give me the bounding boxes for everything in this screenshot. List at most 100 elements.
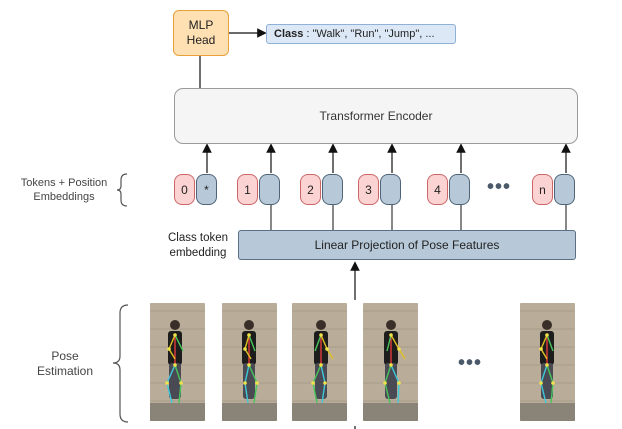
token-pos-n: n <box>532 174 553 205</box>
class-token-label-line1: Class token <box>167 232 229 244</box>
skeleton-shin <box>253 382 258 404</box>
skeleton-forearm <box>326 348 334 360</box>
tokens-brace <box>116 173 128 207</box>
skeleton-thigh <box>546 364 554 384</box>
skeleton-arm <box>174 334 184 352</box>
tokens-label-line1: Tokens + Position <box>20 177 108 189</box>
tokens-label: Tokens + Position Embeddings <box>8 176 120 204</box>
skeleton-thigh <box>390 364 400 384</box>
skeleton-thigh <box>166 364 176 384</box>
pose-frame-image <box>222 303 277 421</box>
skeleton-thigh <box>248 364 258 384</box>
linear-projection-label: Linear Projection of Pose Features <box>314 238 500 252</box>
skeleton-shin <box>550 382 554 404</box>
class-output-box: Class : "Walk", "Run", "Jump", ... <box>266 24 456 44</box>
person-head <box>244 320 254 330</box>
token-emb-4 <box>449 174 470 205</box>
skeleton-shin <box>321 382 326 404</box>
skeleton-joint <box>539 347 543 351</box>
skeleton-joint <box>243 381 247 385</box>
pose-label-line2: Estimation <box>36 364 94 378</box>
skeleton-joint <box>255 381 259 385</box>
person-legs <box>169 363 181 399</box>
skeleton-joint <box>539 381 543 385</box>
ground <box>363 403 418 421</box>
skeleton-joint <box>247 333 251 337</box>
token-pos-0: 0 <box>174 174 195 205</box>
skeleton-arm <box>314 334 322 352</box>
class-token-label-line2: embedding <box>169 247 227 259</box>
token-emb-2 <box>322 174 343 205</box>
token-emb-3 <box>380 174 401 205</box>
person-head <box>170 320 180 330</box>
skeleton-joint <box>397 381 401 385</box>
token-emb-1 <box>259 174 280 205</box>
skeleton-forearm <box>540 348 548 360</box>
skeleton-joint <box>173 333 177 337</box>
skeleton-joint <box>173 363 177 367</box>
skeleton-thigh <box>244 364 250 384</box>
skeleton-arm <box>540 334 548 350</box>
projection-lines <box>270 205 567 230</box>
skeleton-joint <box>243 347 247 351</box>
skeleton-joint <box>545 333 549 337</box>
person-head <box>386 320 396 330</box>
skeleton-forearm <box>168 348 176 360</box>
skeleton-arm <box>168 334 176 350</box>
skeleton-arm <box>390 334 400 350</box>
ground <box>520 403 575 421</box>
skeleton-joint <box>311 381 315 385</box>
class-token-label: Class token embedding <box>160 231 236 261</box>
skeleton-joint <box>319 333 323 337</box>
person-head <box>542 320 552 330</box>
skeleton-joint <box>323 381 327 385</box>
class-output-values: : "Walk", "Run", "Jump", ... <box>306 28 435 40</box>
skeleton-shin <box>540 382 547 404</box>
ground <box>222 403 277 421</box>
skeleton-joint <box>551 381 555 385</box>
skeleton-thigh <box>312 364 322 384</box>
pose-frame-3 <box>292 303 347 421</box>
ground <box>150 403 205 421</box>
skeleton-joint <box>383 381 387 385</box>
skeleton-joint <box>325 347 329 351</box>
pose-frame-4 <box>363 303 418 421</box>
skeleton-joint <box>167 347 171 351</box>
pose-frame-image <box>150 303 205 421</box>
pose-frame-n <box>520 303 575 421</box>
class-output-prefix: Class <box>274 28 304 40</box>
token-pos-1: 1 <box>237 174 258 205</box>
mlp-head-line1: MLP <box>188 18 214 32</box>
skeleton-joint <box>247 363 251 367</box>
linear-projection-box: Linear Projection of Pose Features <box>238 230 576 260</box>
skeleton-arm <box>320 334 328 350</box>
transformer-encoder-box: Transformer Encoder <box>174 88 578 144</box>
skeleton-shin <box>178 382 182 404</box>
skeleton-thigh <box>540 364 548 384</box>
skeleton-forearm <box>398 348 406 360</box>
skeleton-thigh <box>174 364 182 384</box>
person-legs <box>385 363 397 399</box>
person-head <box>316 320 326 330</box>
skeleton-arm <box>386 334 392 352</box>
pose-label: Pose Estimation <box>30 349 100 379</box>
tokens-label-line2: Embeddings <box>33 191 95 203</box>
skeleton-joint <box>165 381 169 385</box>
skeleton-forearm <box>244 348 252 360</box>
skeleton-shin <box>244 382 249 404</box>
token-pos-4: 4 <box>427 174 448 205</box>
pose-brace <box>112 304 129 423</box>
skeleton-joint <box>319 363 323 367</box>
person-legs <box>541 363 553 399</box>
token-arrows <box>202 143 571 173</box>
skeleton-arm <box>248 334 256 352</box>
token-pos-3: 3 <box>358 174 379 205</box>
pose-frame-1 <box>150 303 205 421</box>
skeleton-joint <box>397 347 401 351</box>
skeleton-shin <box>397 382 400 404</box>
skeleton-joint <box>389 333 393 337</box>
skeleton-shin <box>166 382 173 404</box>
token-emb-n <box>554 174 575 205</box>
pose-label-line1: Pose <box>51 349 79 363</box>
